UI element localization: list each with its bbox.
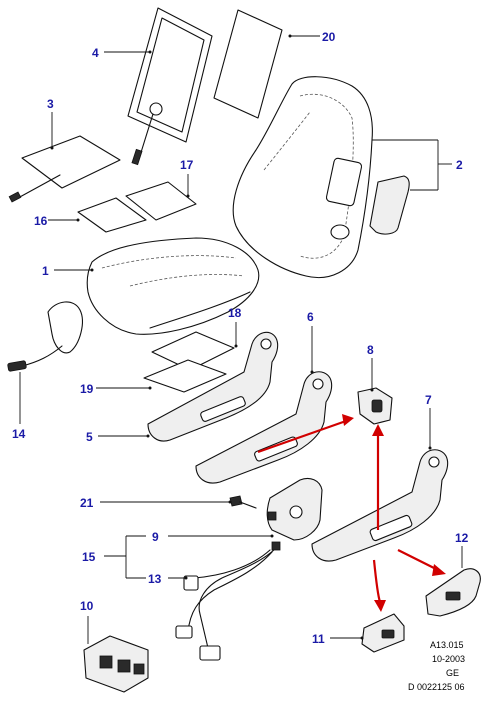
callout-3: 3 [47, 97, 54, 111]
part-17-pad [125, 181, 197, 221]
reference-number: D 0022125 06 [408, 682, 465, 692]
reference-date: 10-2003 [432, 654, 465, 664]
callout-19: 19 [80, 382, 94, 396]
callout-12: 12 [455, 531, 469, 545]
motor-housing [266, 477, 323, 541]
part-12-switch [425, 568, 481, 617]
callout-14: 14 [12, 427, 26, 441]
callout-17: 17 [180, 158, 194, 172]
callout-9: 9 [152, 530, 159, 544]
callout-15: 15 [82, 550, 96, 564]
callout-1: 1 [42, 264, 49, 278]
part-11-switch [361, 613, 405, 653]
callout-6: 6 [307, 310, 314, 324]
part-4-panel [127, 7, 213, 166]
callout-21: 21 [80, 496, 94, 510]
callout-16: 16 [34, 214, 48, 228]
part-19-pad [143, 359, 227, 393]
callout-2: 2 [456, 158, 463, 172]
callout-18: 18 [228, 306, 242, 320]
callout-10: 10 [80, 599, 94, 613]
part-1-seat-cushion [86, 237, 260, 335]
part-20-pad [213, 9, 283, 119]
part-16-pad [77, 197, 147, 233]
reference-block: A13.015 10-2003 GE D 0022125 06 [408, 640, 465, 692]
part-2-backrest [232, 76, 410, 278]
part-5-trim [147, 331, 279, 442]
callout-4: 4 [92, 46, 99, 60]
part-10-connector [83, 635, 149, 693]
callout-labels: 4 20 3 17 2 16 1 18 6 8 19 7 14 5 21 9 1… [12, 30, 469, 646]
part-8-switch [357, 387, 393, 425]
callout-20: 20 [322, 30, 336, 44]
leader-lines [19, 34, 463, 644]
red-arrows [257, 414, 446, 612]
callout-11: 11 [312, 632, 325, 646]
part-9-harness [175, 541, 281, 661]
part-21-screw [229, 495, 257, 509]
part-7-trim [311, 449, 449, 562]
part-3-lumbar-pad [8, 135, 121, 203]
callout-5: 5 [86, 430, 93, 444]
callout-13: 13 [148, 572, 162, 586]
callout-7: 7 [425, 393, 432, 407]
callout-8: 8 [367, 343, 374, 357]
reference-region: GE [446, 668, 459, 678]
reference-code: A13.015 [430, 640, 464, 650]
part-14-handle [7, 301, 83, 372]
